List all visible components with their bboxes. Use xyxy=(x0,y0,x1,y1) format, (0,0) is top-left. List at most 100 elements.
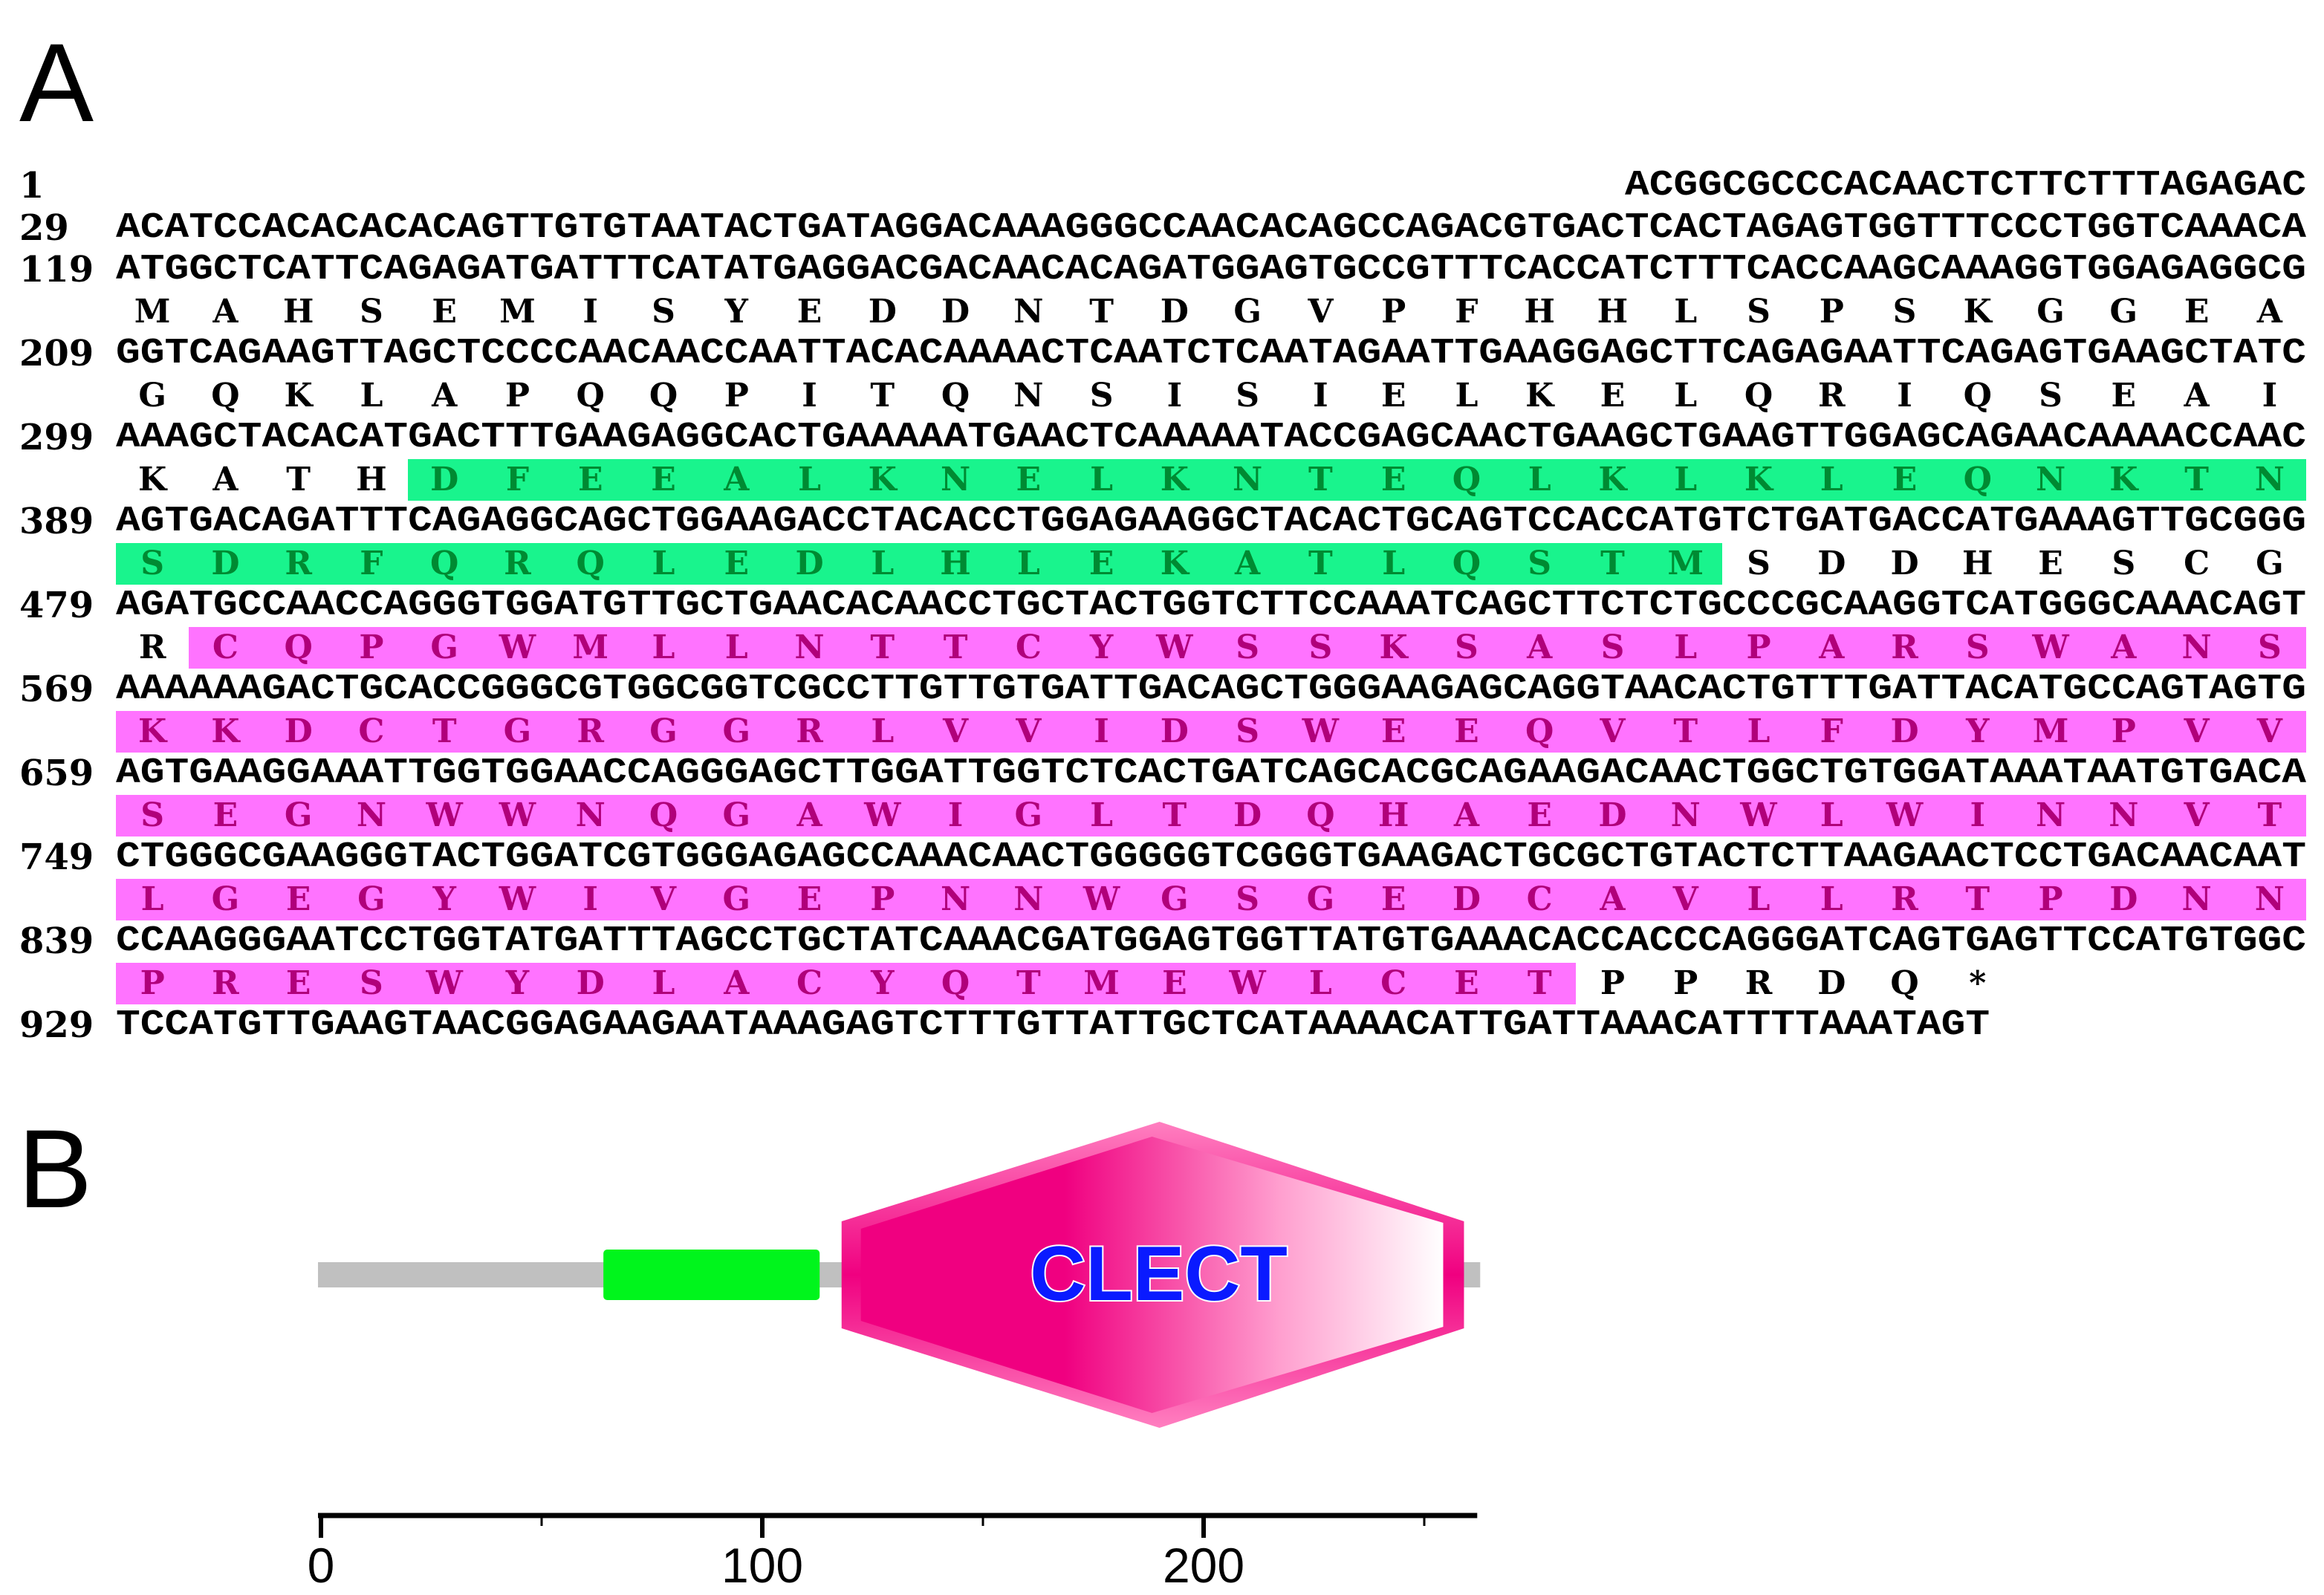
amino-acid: Q xyxy=(576,376,605,415)
amino-acid: N xyxy=(1670,796,1701,834)
amino-acid: D xyxy=(941,292,970,331)
amino-acid: D xyxy=(2109,880,2138,918)
amino-acid: F xyxy=(1820,712,1843,750)
amino-acid: Q xyxy=(1963,460,1992,498)
amino-acid: E xyxy=(2038,544,2063,582)
amino-acid: L xyxy=(1674,292,1698,331)
amino-acid: M xyxy=(572,628,609,666)
amino-acid: G xyxy=(649,712,678,750)
amino-acid: P xyxy=(1673,964,1698,1002)
amino-acid: G xyxy=(722,796,751,834)
position-number: 119 xyxy=(19,249,94,290)
amino-acid: D xyxy=(1890,544,1919,582)
amino-acid: A xyxy=(1453,796,1479,834)
amino-acid: D xyxy=(430,460,459,498)
amino-acid: S xyxy=(1747,544,1770,582)
amino-acid: D xyxy=(1890,712,1919,750)
nucleotide-sequence: AGTGAAGGAAATTGGTGGAACCAGGGAGCTTGGATTGGTC… xyxy=(116,753,2306,793)
position-number: 1 xyxy=(19,165,45,207)
amino-acid: Y xyxy=(724,292,748,331)
amino-acid: D xyxy=(1160,712,1189,750)
amino-acid: L xyxy=(1747,712,1770,750)
amino-acid: E xyxy=(2184,292,2210,331)
amino-acid: T xyxy=(1016,964,1041,1002)
amino-acid: E xyxy=(577,460,603,498)
amino-acid: N xyxy=(1013,880,1044,918)
amino-acid: C xyxy=(1526,880,1553,918)
amino-acid: Q xyxy=(1890,964,1919,1002)
amino-acid: W xyxy=(1156,628,1193,666)
amino-acid: R xyxy=(796,712,823,750)
amino-acid: G xyxy=(503,712,532,750)
amino-acid: W xyxy=(1229,964,1266,1002)
amino-acid: I xyxy=(2262,376,2278,415)
amino-acid: W xyxy=(426,796,463,834)
amino-acid: N xyxy=(940,460,971,498)
amino-acid: S xyxy=(360,292,383,331)
nucleotide-sequence: ACGGCGCCCACAACTCTTCTTTAGAGAC xyxy=(1624,166,2306,206)
amino-acid: E xyxy=(796,292,822,331)
amino-acid: Q xyxy=(941,376,970,415)
amino-acid: E xyxy=(1454,712,1479,750)
amino-acid: S xyxy=(1236,376,1260,415)
position-number: 209 xyxy=(19,333,94,374)
amino-acid: E xyxy=(285,880,311,918)
amino-acid: W xyxy=(426,964,463,1002)
amino-acid: P xyxy=(2038,880,2063,918)
position-number: 569 xyxy=(19,669,94,710)
amino-acid: G xyxy=(2109,292,2138,331)
position-number: 389 xyxy=(19,501,94,542)
amino-acid: M xyxy=(1667,544,1704,582)
sequence-row: 839 CCAAGGGAATCCTGGTATGATTTAGCCTGCTATCAAA… xyxy=(0,920,2324,962)
panel-label-a: A xyxy=(19,20,94,145)
amino-acid: L xyxy=(652,544,675,582)
amino-acid: T xyxy=(1673,712,1698,750)
amino-acid: S xyxy=(1236,712,1260,750)
amino-acid: D xyxy=(795,544,824,582)
amino-acid: N xyxy=(2254,880,2285,918)
amino-acid: Q xyxy=(1525,712,1554,750)
amino-acid: Q xyxy=(1452,544,1481,582)
amino-acid: A xyxy=(1600,880,1626,918)
amino-acid: T xyxy=(432,712,457,750)
nucleotide-sequence: CCAAGGGAATCCTGGTATGATTTAGCCTGCTATCAAACGA… xyxy=(116,921,2306,961)
amino-acid: L xyxy=(1090,796,1114,834)
amino-acid: T xyxy=(1089,292,1114,331)
amino-acid: E xyxy=(1600,376,1626,415)
amino-acid: N xyxy=(1013,292,1044,331)
amino-acid: E xyxy=(651,460,676,498)
amino-acid: V xyxy=(2184,796,2210,834)
amino-acid: V xyxy=(1308,292,1334,331)
amino-acid: L xyxy=(871,544,895,582)
amino-acid: H xyxy=(1962,544,1993,582)
amino-acid: N xyxy=(2035,460,2066,498)
position-number: 29 xyxy=(19,207,69,249)
coiled-coil-highlight xyxy=(408,458,2306,501)
amino-acid: I xyxy=(947,796,964,834)
amino-acid: F xyxy=(1455,292,1479,331)
amino-acid: G xyxy=(284,796,313,834)
amino-acid: G xyxy=(722,880,751,918)
amino-acid: N xyxy=(2254,460,2285,498)
amino-acid: K xyxy=(284,376,313,415)
amino-acid: H xyxy=(356,460,387,498)
amino-acid: E xyxy=(1016,460,1042,498)
amino-acid: P xyxy=(870,880,895,918)
position-number: 839 xyxy=(19,920,94,962)
amino-acid: E xyxy=(1380,880,1406,918)
amino-acid: I xyxy=(1970,796,1986,834)
amino-acid: A xyxy=(212,460,238,498)
panel-label-b: B xyxy=(18,1106,93,1231)
amino-acid: S xyxy=(1089,376,1114,415)
amino-acid: L xyxy=(1674,628,1698,666)
